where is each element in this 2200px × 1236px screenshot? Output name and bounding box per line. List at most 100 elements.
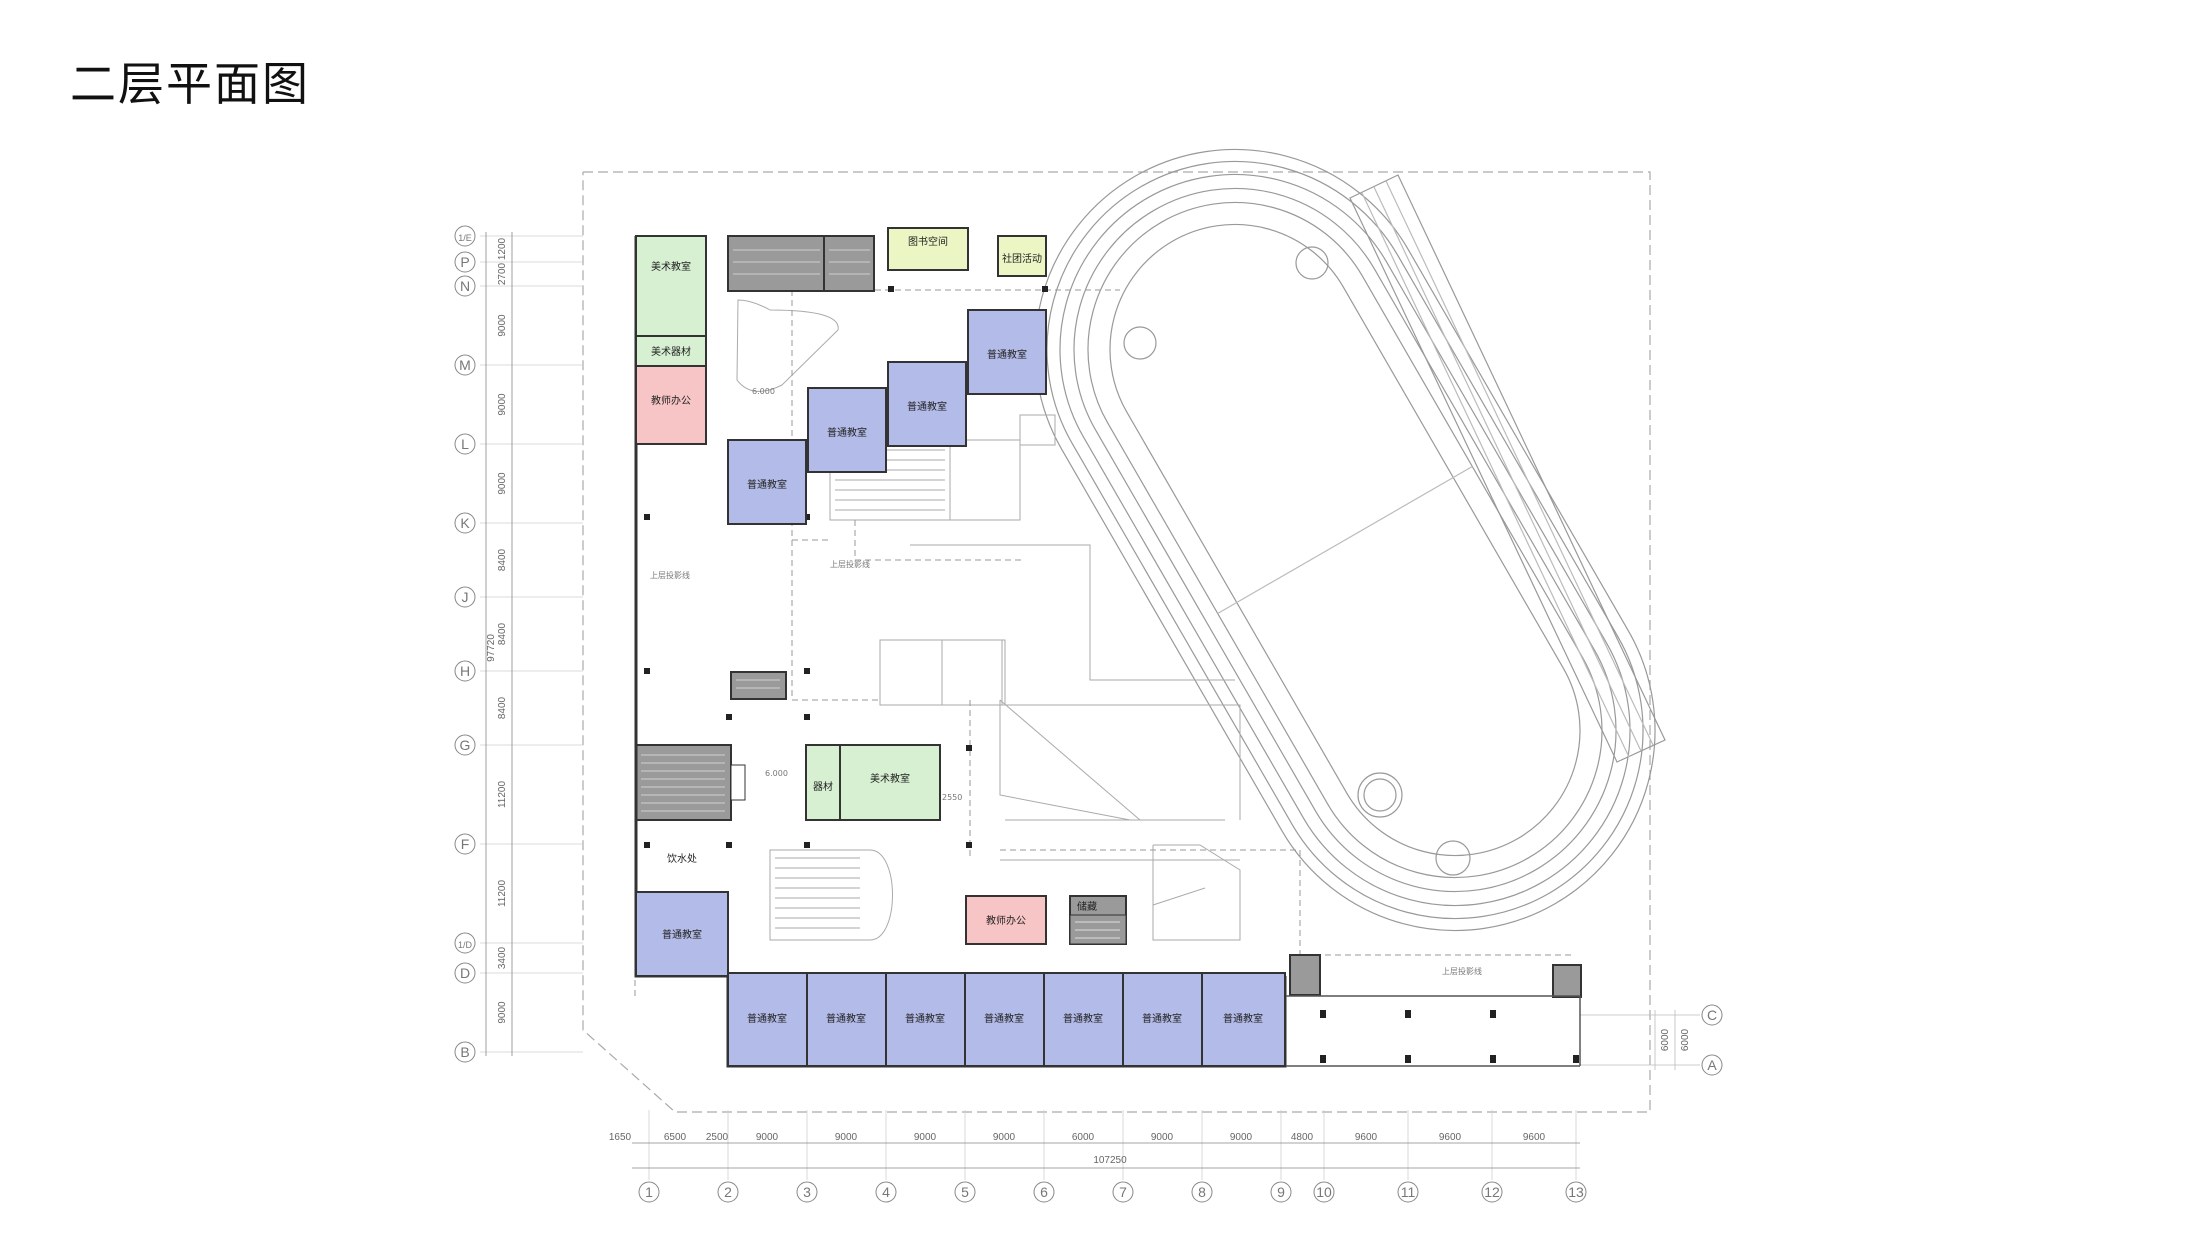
room-library — [887, 227, 969, 271]
label-teacher-office-bottom: 教师办公 — [986, 914, 1026, 927]
field-circles — [1123, 246, 1471, 876]
note-elevation-1: 6.000 — [752, 387, 775, 396]
col-dim-label: 4800 — [1291, 1132, 1314, 1143]
right-axis-label: C — [1707, 1007, 1717, 1023]
col-axis-bubble: 7 — [1112, 1181, 1134, 1203]
label-bottom-classroom-3: 普通教室 — [905, 1012, 945, 1025]
note-upper-projection-1: 上层投影线 — [650, 570, 690, 580]
room-art-mid — [839, 744, 941, 821]
room-labels: 美术教室 美术器材 教师办公 图书空间 社团活动 普通教室 普通教室 普通教室 … — [651, 235, 1263, 1025]
note-elevation-2: 6.000 — [765, 769, 788, 778]
row-axis-bubble: K — [454, 512, 476, 534]
col-axis-label: 13 — [1568, 1184, 1584, 1200]
row-dim-label: 8400 — [497, 622, 508, 645]
col-axis-bubble: 10 — [1313, 1181, 1335, 1203]
room-teacher-office-top — [635, 365, 707, 445]
col-dimension-chain — [632, 1142, 1580, 1169]
row-axis-label: H — [460, 663, 470, 679]
col-axis-label: 3 — [803, 1184, 811, 1200]
note-upper-projection-2: 上层投影线 — [830, 559, 870, 569]
row-dim-label: 2700 — [497, 262, 508, 285]
row-axis-label: K — [460, 515, 470, 531]
room-classroom-left — [635, 891, 729, 977]
grid-lines-cols — [648, 1110, 1577, 1180]
col-axis-bubble: 13 — [1565, 1181, 1587, 1203]
row-axis-label: P — [460, 254, 469, 270]
row-axis-bubble: G — [454, 734, 476, 756]
col-axis-bubble: 1 — [638, 1181, 660, 1203]
label-bottom-classroom-1: 普通教室 — [747, 1012, 787, 1025]
row-axis-label: L — [461, 436, 469, 452]
right-dim-label: 6000 — [1660, 1028, 1671, 1051]
room-classroom-d — [967, 309, 1047, 395]
label-classroom-a: 普通教室 — [747, 478, 787, 491]
note-dim-2550: 2550 — [942, 793, 962, 802]
row-axis-label: D — [460, 965, 470, 981]
row-axis-label: F — [461, 836, 470, 852]
label-storage: 储藏 — [1077, 900, 1097, 913]
col-dim-label: 2500 — [706, 1132, 729, 1143]
row-dim-label: 9000 — [497, 472, 508, 495]
east-corridor — [1285, 995, 1581, 1067]
col-dim-label: 9000 — [756, 1132, 779, 1143]
label-classroom-d: 普通教室 — [987, 348, 1027, 361]
central-stairs — [736, 299, 1241, 941]
col-axis-bubble: 12 — [1481, 1181, 1503, 1203]
right-axis-bubble: A — [1701, 1054, 1723, 1076]
room-club — [997, 235, 1047, 277]
label-bottom-classroom-6: 普通教室 — [1142, 1012, 1182, 1025]
room-art-equipment-top — [635, 335, 707, 367]
row-axis-label: N — [460, 278, 470, 294]
col-axis-label: 8 — [1198, 1184, 1206, 1200]
col-axis-label: 9 — [1277, 1184, 1285, 1200]
label-classroom-c: 普通教室 — [907, 400, 947, 413]
col-axis-label: 6 — [1040, 1184, 1048, 1200]
col-dim-label: 6000 — [1072, 1132, 1095, 1143]
note-upper-projection-3: 上层投影线 — [1442, 966, 1482, 976]
row-axis-bubble: B — [454, 1041, 476, 1063]
label-teacher-office-top: 教师办公 — [651, 394, 691, 407]
row-axis-bubble: L — [454, 433, 476, 455]
row-axis-bubble: D — [454, 962, 476, 984]
col-axis-bubble: 3 — [796, 1181, 818, 1203]
room-bottom-1 — [727, 972, 808, 1067]
projection-lines — [634, 289, 1575, 1000]
room-teacher-office-bottom — [965, 895, 1047, 945]
label-art-equipment-top: 美术器材 — [651, 345, 691, 358]
label-classroom-b: 普通教室 — [827, 426, 867, 439]
row-axis-bubble: J — [454, 586, 476, 608]
row-axis-bubble: P — [454, 251, 476, 273]
col-dim-label: 9000 — [835, 1132, 858, 1143]
row-dim-label: 8400 — [497, 696, 508, 719]
right-axis-label: A — [1707, 1057, 1717, 1073]
col-axis-label: 11 — [1401, 1184, 1416, 1200]
grid-lines-rows — [480, 235, 583, 1053]
label-library: 图书空间 — [908, 235, 948, 248]
room-bottom-4 — [964, 972, 1045, 1067]
annotations: 上层投影线 上层投影线 上层投影线 6.000 6.000 2550 — [650, 387, 1482, 976]
row-axis-bubble: 1/D — [454, 932, 476, 954]
row-axis-label: G — [460, 737, 471, 753]
right-axis-bubble: C — [1701, 1004, 1723, 1026]
row-axis-label: M — [459, 357, 471, 373]
right-axis-lines — [1580, 1010, 1700, 1070]
page-title: 二层平面图 — [70, 57, 310, 111]
building-outline — [634, 236, 1287, 1068]
label-equipment-mid: 器材 — [813, 780, 833, 793]
row-axis-label: 1/E — [458, 233, 472, 243]
row-dimension-chain — [485, 232, 513, 1056]
row-axis-bubble: 1/E — [454, 225, 476, 247]
col-axis-bubble: 5 — [954, 1181, 976, 1203]
col-axis-bubble: 6 — [1033, 1181, 1055, 1203]
col-axis-bubble: 11 — [1397, 1181, 1419, 1203]
row-dim-label: 9000 — [497, 393, 508, 416]
row-dims: 1200270090009000900084008400840011200112… — [497, 237, 508, 1023]
label-bottom-classroom-7: 普通教室 — [1223, 1012, 1263, 1025]
row-dim-label: 11200 — [497, 781, 508, 809]
row-dim-label: 8400 — [497, 548, 508, 571]
left-stair-core — [635, 671, 1582, 998]
columns — [644, 286, 1579, 1063]
